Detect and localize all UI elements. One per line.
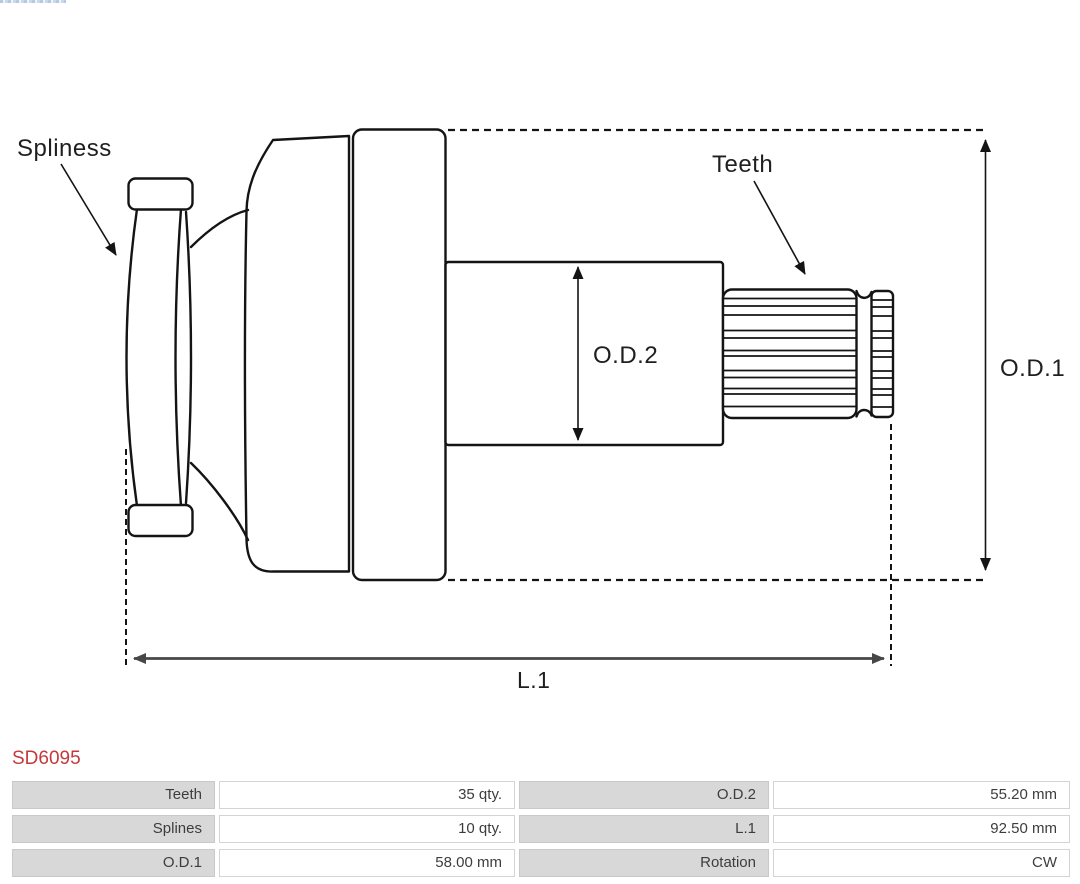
pinion-gear-section: [721, 288, 858, 420]
reference-dashed-lines: [125, 128, 988, 669]
spec-value-l1: 92.50 mm: [773, 815, 1070, 843]
drive-outline: [125, 128, 895, 582]
collar-lug-bottom: [127, 503, 194, 538]
clutch-housing: [243, 134, 351, 573]
end-ring-teeth-lines: [871, 299, 894, 408]
gear-teeth-lines: [723, 297, 857, 408]
spec-label-rotation: Rotation: [519, 849, 769, 877]
spec-value-od2: 55.20 mm: [773, 781, 1070, 809]
spec-value-rotation: CW: [773, 849, 1070, 877]
shaft-end-ring: [870, 289, 895, 419]
label-teeth: Teeth: [712, 151, 773, 178]
collar-ellipse-edge: [184, 210, 193, 505]
front-cylinder: [351, 128, 447, 582]
label-splines: Spliness: [17, 135, 112, 162]
label-od2: O.D.2: [593, 342, 658, 369]
dimension-lines: [60, 139, 991, 664]
housing-neck-top-curve: [189, 208, 250, 249]
spec-value-od1: 58.00 mm: [219, 849, 515, 877]
spec-label-splines: Splines: [12, 815, 215, 843]
collar-lug-top: [127, 177, 194, 211]
spec-value-splines: 10 qty.: [219, 815, 515, 843]
spec-label-od2: O.D.2: [519, 781, 769, 809]
starter-drive-technical-drawing: Spliness Teeth O.D.2 O.D.1 L.1: [17, 128, 1065, 693]
spec-label-teeth: Teeth: [12, 781, 215, 809]
shaft-groove-top: [855, 289, 873, 300]
shaft: [444, 260, 725, 447]
spec-label-l1: L.1: [519, 815, 769, 843]
part-number: SD6095: [12, 748, 81, 769]
label-od1: O.D.1: [1000, 355, 1065, 382]
shaft-groove-bottom: [855, 408, 873, 418]
splines-leader-arrow: [60, 163, 117, 256]
spec-value-teeth: 35 qty.: [219, 781, 515, 809]
housing-neck-bottom-curve: [189, 461, 250, 542]
collar-band: [125, 207, 183, 508]
label-l1: L.1: [517, 667, 550, 693]
spec-table: Teeth 35 qty. O.D.2 55.20 mm Splines 10 …: [12, 781, 1070, 877]
spec-label-od1: O.D.1: [12, 849, 215, 877]
cropped-ui-artifact: [0, 0, 66, 3]
teeth-leader-arrow: [753, 180, 806, 275]
